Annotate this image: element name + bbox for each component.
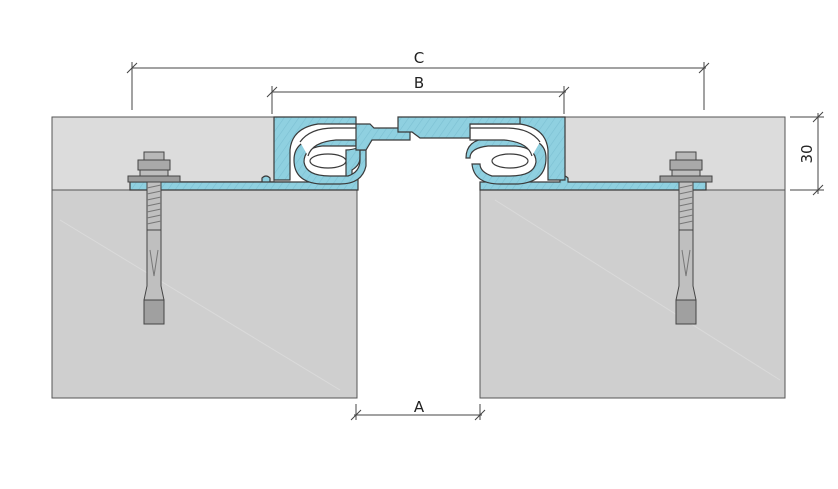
cover-plate-right: [397, 116, 521, 139]
dimension-label-a: A: [414, 398, 425, 416]
dimension-label-c: C: [414, 49, 424, 67]
aluminium-profile-left: [129, 116, 373, 191]
concrete-base-left: [51, 189, 358, 399]
anchor-bolt-left: [127, 151, 181, 325]
anchor-bolt-right: [659, 151, 713, 325]
dimension-line-a: [350, 404, 486, 421]
dimension-label-height: 30: [798, 144, 816, 163]
dimension-line-height: [790, 111, 824, 196]
aluminium-profile-right: [465, 116, 707, 191]
dimension-line-c: [126, 62, 710, 110]
dimension-label-b: B: [414, 74, 424, 92]
cover-plate-left: [355, 123, 411, 151]
dimension-line-b: [266, 86, 570, 114]
concrete-base-right: [479, 189, 786, 399]
